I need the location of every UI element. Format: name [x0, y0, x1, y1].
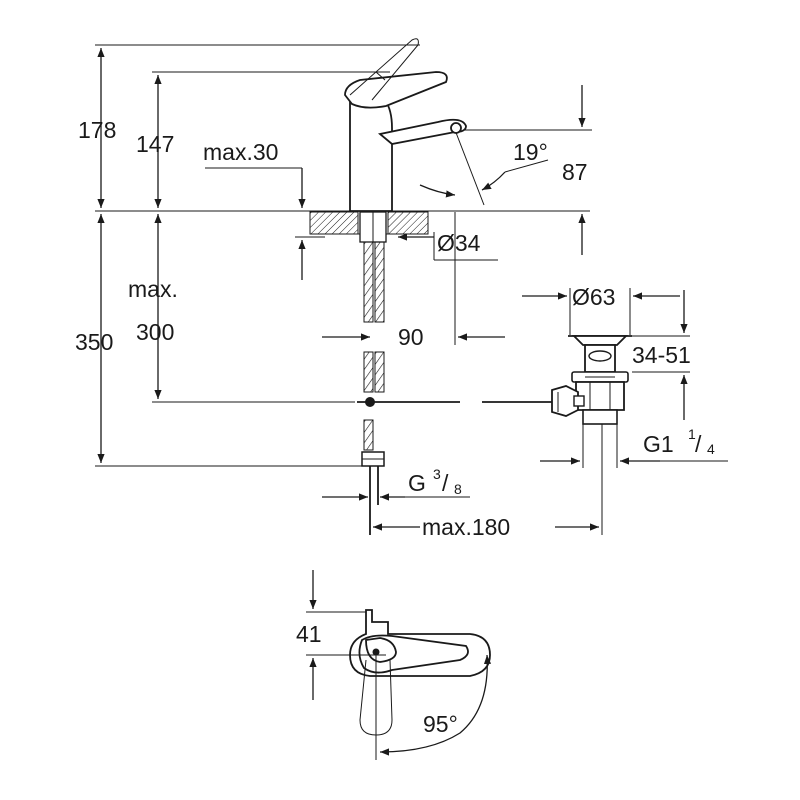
dimension-angle-95: 95°	[379, 654, 492, 756]
dimension-g38: G 3 / 8	[322, 466, 470, 501]
dimension-max180: max.180	[373, 420, 603, 540]
dim-max180-label: max.180	[422, 514, 510, 540]
dim-g1-main: G1	[643, 431, 674, 457]
dim-300-label: 300	[136, 319, 174, 345]
dim-g38-num: 3	[433, 466, 441, 482]
dimension-angle-19: 19°	[419, 129, 549, 206]
dim-350-label: 350	[75, 329, 113, 355]
dim-max-label: max.	[128, 276, 178, 302]
supply-hoses	[357, 211, 552, 535]
dimension-87: 87	[562, 85, 588, 255]
dim-178-label: 178	[78, 117, 116, 143]
faucet-side-view	[344, 38, 467, 212]
dimension-90: 90	[322, 324, 505, 350]
dimension-34-51: 34-51	[632, 290, 691, 420]
dim-g38-main: G	[408, 470, 426, 496]
dimension-147: 147	[136, 75, 174, 208]
dimension-178: 178	[78, 48, 116, 208]
dim-34-51-label: 34-51	[632, 342, 691, 368]
dim-dia63-label: Ø63	[572, 284, 615, 310]
dim-90-label: 90	[398, 324, 424, 350]
pop-up-waste: Ø63	[522, 284, 680, 425]
dim-87-label: 87	[562, 159, 588, 185]
dimension-41: 41	[296, 570, 366, 700]
faucet-body	[349, 94, 393, 212]
faucet-lever	[344, 71, 448, 109]
dim-g1-den: 4	[707, 441, 715, 457]
dim-19-label: 19°	[513, 139, 548, 165]
dim-95-label: 95°	[423, 711, 458, 737]
dim-g1-num: 1	[688, 426, 696, 442]
dimension-max30: max.30	[203, 139, 325, 280]
dimension-g1-14: G1 1 / 4	[540, 424, 728, 468]
dim-41-label: 41	[296, 621, 322, 647]
faucet-top-view	[306, 609, 491, 760]
dim-g38-slash: /	[442, 470, 449, 496]
dim-g1-slash: /	[695, 431, 702, 457]
dim-g38-den: 8	[454, 481, 462, 497]
reference-lines	[95, 44, 592, 467]
dimension-dia34: Ø34	[398, 230, 498, 261]
dim-dia34-label: Ø34	[437, 230, 481, 256]
dimension-350: 350	[75, 214, 113, 463]
dim-147-label: 147	[136, 131, 174, 157]
faucet-lever-open	[349, 38, 419, 101]
dim-max30-label: max.30	[203, 139, 278, 165]
dimension-max300: max. 300	[128, 214, 178, 399]
